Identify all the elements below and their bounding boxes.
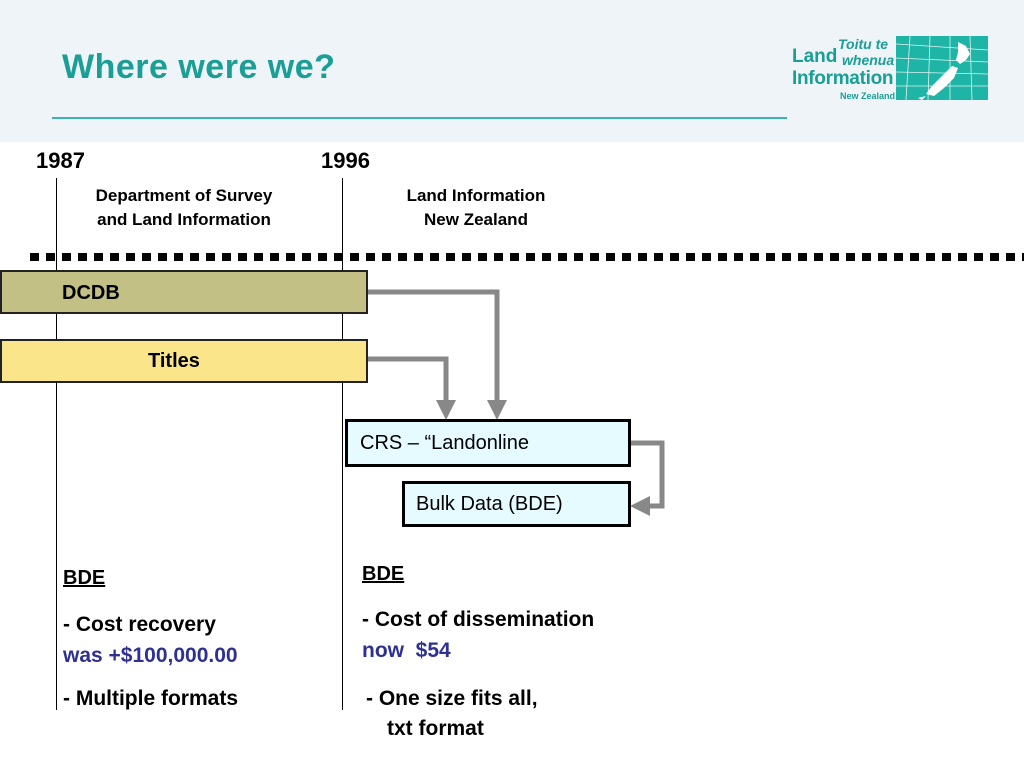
logo-word-new-zealand: New Zealand xyxy=(840,91,896,101)
left-bde-heading: BDE xyxy=(63,567,106,589)
crs-label: CRS – “Landonline xyxy=(360,432,529,454)
dotted-divider xyxy=(30,253,1024,261)
arrow-dcdb-to-crs xyxy=(368,289,507,420)
slide-header: Where were we? Toitu te whenua Land Info… xyxy=(0,0,1024,142)
titles-label: Titles xyxy=(148,350,200,372)
left-multiple-formats: - Multiple formats xyxy=(63,687,239,710)
org-1996-line2: New Zealand xyxy=(424,210,528,229)
logo-maori-line1: Toitu te xyxy=(838,36,889,52)
org-1987-line1: Department of Survey xyxy=(95,186,273,205)
titles-bar: Titles xyxy=(0,339,368,383)
timeline-1987-line xyxy=(56,178,57,710)
dcdb-label: DCDB xyxy=(62,282,120,304)
bde-label: Bulk Data (BDE) xyxy=(416,493,563,515)
org-1996-line1: Land Information xyxy=(406,186,546,205)
dcdb-bar: DCDB xyxy=(0,270,368,314)
right-cost-value: now $54 xyxy=(362,639,451,662)
right-cost-dissemination: - Cost of dissemination xyxy=(362,608,595,631)
left-cost-value: was +$100,000.00 xyxy=(63,644,238,667)
logo-word-information: Information xyxy=(792,68,894,89)
year-1987-label: 1987 xyxy=(36,148,85,173)
logo-word-land: Land xyxy=(792,46,838,67)
left-cost-recovery: - Cost recovery xyxy=(63,613,216,636)
title-underline xyxy=(52,117,787,119)
arrow-titles-to-crs xyxy=(368,356,456,420)
slide-title: Where were we? xyxy=(62,48,336,86)
org-1987-line2: and Land Information xyxy=(97,210,271,229)
right-bde-heading: BDE xyxy=(362,563,405,585)
linz-logo: Toitu te whenua Land Information New Zea… xyxy=(792,35,989,102)
crs-landonline-box: CRS – “Landonline xyxy=(345,419,631,467)
bulk-data-box: Bulk Data (BDE) xyxy=(402,481,631,527)
logo-maori-line2: whenua xyxy=(842,52,895,68)
year-1996-label: 1996 xyxy=(321,148,370,173)
org-1987: Department of Survey and Land Informatio… xyxy=(74,184,294,232)
right-txt-format: txt format xyxy=(387,717,484,740)
nz-map-icon xyxy=(895,35,989,101)
right-one-size: - One size fits all, xyxy=(366,687,538,710)
timeline-1996-line xyxy=(342,178,343,710)
arrow-crs-to-bde xyxy=(630,440,665,516)
org-1996: Land Information New Zealand xyxy=(376,184,576,232)
